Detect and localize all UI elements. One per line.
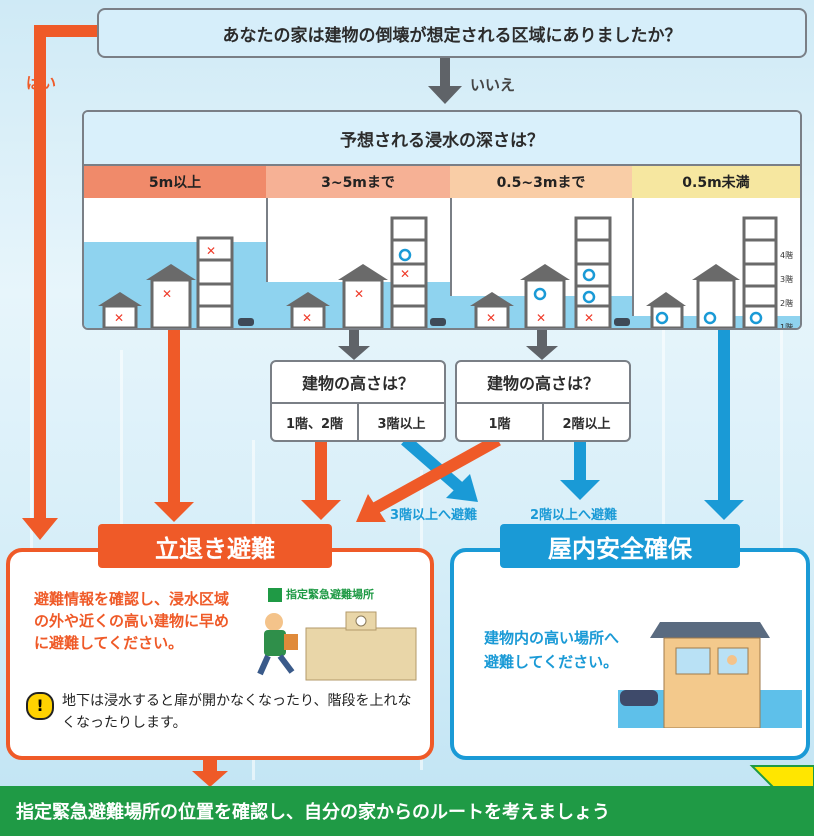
arrow-1f-line bbox=[369, 434, 501, 516]
svg-text:✕: ✕ bbox=[206, 244, 216, 258]
house-illustration bbox=[618, 622, 802, 728]
evacuate-text: 避難情報を確認し、浸水区域の外や近くの高い建物に早めに避難してください。 bbox=[34, 590, 230, 652]
arrow-0-5-3m-line bbox=[537, 326, 547, 348]
arrow-1f-head bbox=[356, 494, 386, 522]
yes-label: はい bbox=[26, 74, 57, 92]
arrow-low-left-line bbox=[315, 440, 327, 502]
height-option: 1階 bbox=[488, 416, 511, 432]
evacuate-warning: 地下は浸水すると扉が開かなくなったり、階段を上れなくなったりします。 bbox=[62, 693, 412, 731]
arrow-3f-head bbox=[446, 474, 478, 502]
depth-col-under-0-5m: 0.5m未満 4階 3階 2階 1階 bbox=[632, 166, 800, 328]
arrow-0-5-3m-head bbox=[526, 346, 558, 360]
depth-col-0-5-3m: 0.5~3mまで ✕ ✕ ✕ bbox=[450, 166, 634, 328]
height-question: 建物の高さは？ bbox=[272, 362, 444, 404]
question-collapse-zone: あなたの家は建物の倒壊が想定される区域にありましたか？ bbox=[97, 8, 807, 58]
svg-text:✕: ✕ bbox=[114, 311, 124, 325]
indoor-panel: 建物内の高い場所へ避難してください。 bbox=[450, 548, 810, 760]
yes-arrow-head bbox=[22, 518, 58, 540]
floor-label: 2階 bbox=[780, 299, 794, 308]
buildings: ✕ ✕ ✕ bbox=[470, 216, 630, 328]
floor-labels: 4階 3階 2階 1階 bbox=[780, 244, 793, 328]
arrow-3-5m-head bbox=[338, 346, 370, 360]
arrow-2f-head bbox=[560, 480, 600, 500]
indoor-title: 屋内安全確保 bbox=[500, 524, 740, 568]
height-question: 建物の高さは？ bbox=[457, 362, 629, 404]
rain-streak bbox=[30, 330, 33, 750]
height-box-right: 建物の高さは？ 1階 2階以上 bbox=[455, 360, 631, 442]
height-option: 2階以上 bbox=[542, 404, 629, 440]
school-illustration bbox=[257, 611, 417, 681]
depth-question: 予想される浸水の深さは？ bbox=[84, 112, 800, 166]
evacuate-panel: 避難情報を確認し、浸水区域の外や近くの高い建物に早めに避難してください。 指定緊… bbox=[6, 548, 434, 760]
svg-text:✕: ✕ bbox=[302, 311, 312, 325]
bottom-banner: 指定緊急避難場所の位置を確認し、自分の家からのルートを考えましょう bbox=[0, 786, 814, 836]
no-arrow-head bbox=[428, 86, 462, 104]
arrow-under-head bbox=[704, 500, 744, 520]
svg-text:✕: ✕ bbox=[354, 287, 364, 301]
buildings bbox=[646, 216, 778, 328]
svg-text:✕: ✕ bbox=[584, 311, 594, 325]
shelter-sign-label: 指定緊急避難場所 bbox=[286, 588, 374, 601]
depth-col-3-5m: 3~5mまで ✕ ✕ ✕ bbox=[266, 166, 452, 328]
warning-icon: ! bbox=[26, 692, 54, 720]
depth-col-label: 5m以上 bbox=[84, 166, 266, 198]
arrow-3f-line bbox=[401, 435, 464, 493]
svg-text:✕: ✕ bbox=[486, 311, 496, 325]
depth-col-5m: 5m以上 ✕ ✕ ✕ bbox=[84, 166, 268, 328]
no-arrow-line bbox=[440, 58, 450, 88]
height-box-left: 建物の高さは？ 1階、2階 3階以上 bbox=[270, 360, 446, 442]
arrow-2f-line bbox=[574, 440, 586, 482]
arrow-under-line bbox=[718, 326, 730, 502]
arrow-3-5m-line bbox=[349, 326, 359, 348]
depth-col-label: 3~5mまで bbox=[266, 166, 450, 198]
buildings: ✕ ✕ ✕ bbox=[286, 216, 446, 328]
svg-text:✕: ✕ bbox=[536, 311, 546, 325]
arrow-bottom-head bbox=[192, 771, 228, 787]
rain-streak bbox=[662, 330, 665, 530]
svg-text:✕: ✕ bbox=[162, 287, 172, 301]
buildings: ✕ ✕ ✕ bbox=[98, 236, 254, 328]
floor-label: 3階 bbox=[780, 275, 794, 284]
rain-streak bbox=[780, 330, 783, 750]
depth-col-label: 0.5m未満 bbox=[632, 166, 800, 198]
height-option: 3階以上 bbox=[357, 404, 444, 440]
evacuate-title: 立退き避難 bbox=[98, 524, 332, 568]
shelter-sign: 指定緊急避難場所 bbox=[268, 586, 374, 602]
yes-arrow-line bbox=[34, 25, 97, 520]
no-label: いいえ bbox=[470, 76, 516, 94]
arrow-5m-head bbox=[154, 502, 194, 522]
arrow-label-3f: 3階以上へ避難 bbox=[390, 508, 478, 523]
arrow-5m-line bbox=[168, 326, 180, 506]
bottom-banner-text: 指定緊急避難場所の位置を確認し、自分の家からのルートを考えましょう bbox=[16, 802, 610, 823]
arrow-low-left-head bbox=[301, 500, 341, 520]
arrow-label-2f: 2階以上へ避難 bbox=[530, 508, 618, 523]
height-option: 1階、2階 bbox=[285, 416, 344, 432]
indoor-text: 建物内の高い場所へ避難してください。 bbox=[484, 629, 620, 671]
depth-table: 予想される浸水の深さは？ 5m以上 ✕ ✕ ✕ 3~5mまで ✕ ✕ ✕ bbox=[82, 110, 802, 330]
shelter-sign-icon bbox=[268, 588, 282, 602]
floor-label: 4階 bbox=[780, 251, 794, 260]
floor-label: 1階 bbox=[780, 323, 794, 328]
depth-col-label: 0.5~3mまで bbox=[450, 166, 632, 198]
svg-text:✕: ✕ bbox=[400, 267, 410, 281]
